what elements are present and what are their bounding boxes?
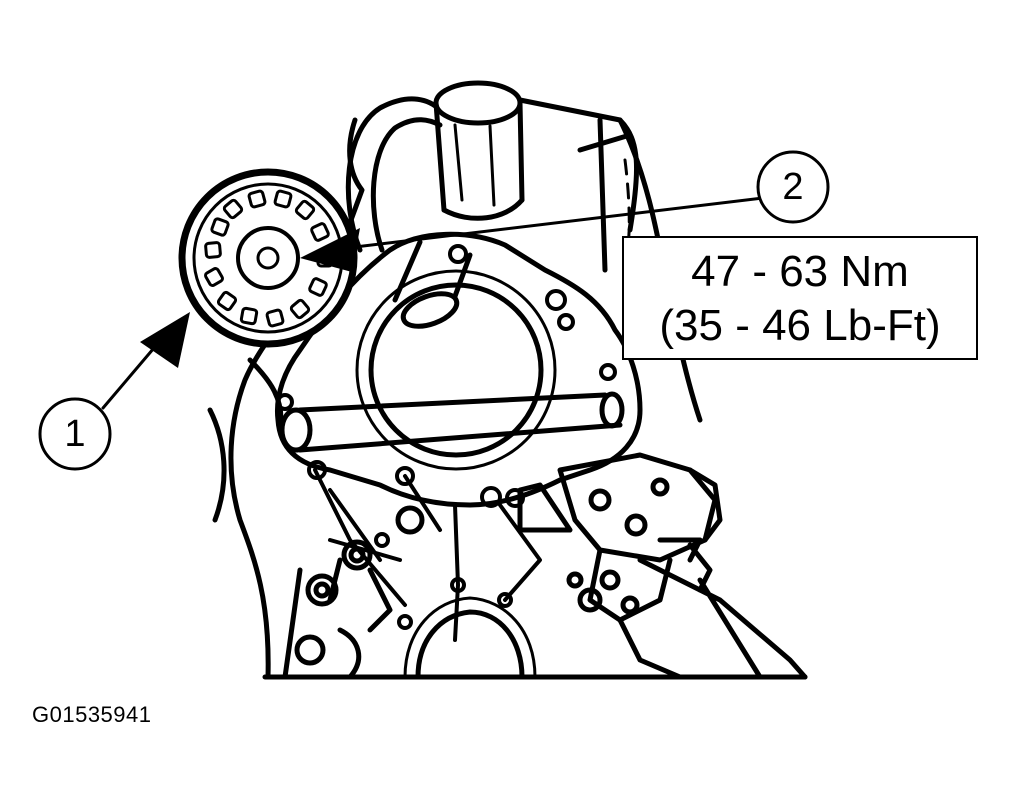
torque-spec-imperial: (35 - 46 Lb-Ft) [659, 301, 941, 350]
upper-hose-inner [370, 117, 443, 253]
intake-bracket [517, 97, 639, 273]
water-pump-bore [368, 282, 544, 458]
callout-number-2: 2 [782, 166, 804, 208]
filler-neck-cylinder [433, 80, 525, 221]
callout-2-circle [756, 150, 830, 224]
engine-block-outline-left [228, 117, 365, 680]
upper-hose [345, 96, 443, 253]
lower-cover-ribs [313, 468, 542, 642]
right-sensor-assembly [517, 452, 808, 680]
torque-spec-box: 47 - 63 Nm (35 - 46 Lb-Ft) [622, 236, 978, 360]
crankshaft-opening [415, 609, 525, 680]
callout-number-1: 1 [64, 413, 86, 455]
lower-left-bracket [282, 505, 425, 680]
figure-id-label: G01535941 [32, 702, 152, 727]
callout-1-arrowhead [140, 312, 190, 368]
bypass-pipe [279, 391, 625, 453]
callout-2-arrowhead [300, 228, 360, 272]
callout-1-circle [38, 397, 112, 471]
torque-spec-metric: 47 - 63 Nm [691, 247, 909, 296]
rear-dashed-contour [623, 158, 631, 247]
pulley-ribs [204, 189, 334, 328]
callout-2-leader [328, 196, 765, 252]
